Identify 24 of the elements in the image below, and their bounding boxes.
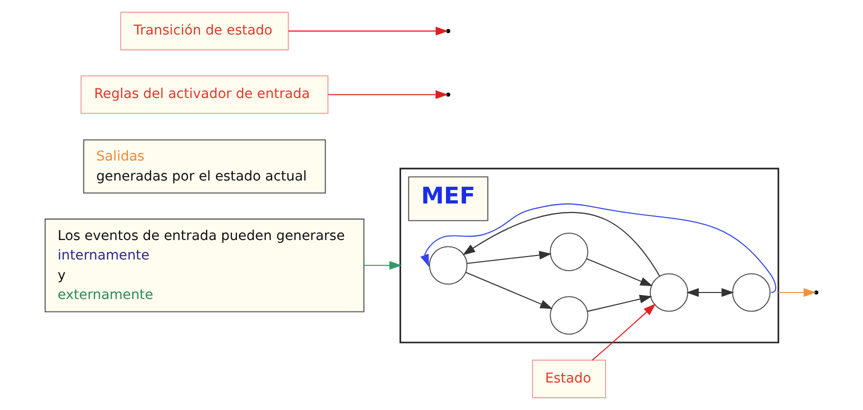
node-circle	[650, 273, 688, 312]
node-box: Reglas del activador de entrada	[80, 75, 328, 114]
node-box: Transición de estado	[120, 12, 289, 50]
arrow	[288, 26, 448, 36]
node-circle	[732, 273, 771, 312]
node-box: Estado	[532, 360, 606, 398]
arrow	[587, 294, 652, 312]
node-box: Salidas generadas por el estado actual	[83, 139, 326, 194]
arrow	[462, 212, 660, 276]
node-circle	[428, 246, 468, 285]
arrow	[466, 272, 553, 309]
arrow	[686, 288, 734, 297]
node-box: Los eventos de entrada pueden generarse internamente y externamente	[44, 218, 364, 312]
arrow	[592, 304, 656, 361]
arrow	[586, 258, 653, 286]
arrow	[364, 261, 402, 270]
cluster	[400, 168, 780, 344]
arrow	[328, 90, 448, 99]
arrow	[467, 250, 552, 264]
node-box: MEF	[408, 176, 488, 222]
arrow	[420, 203, 776, 293]
node-circle	[550, 232, 588, 272]
arrow	[778, 288, 816, 297]
node-circle	[550, 296, 588, 335]
